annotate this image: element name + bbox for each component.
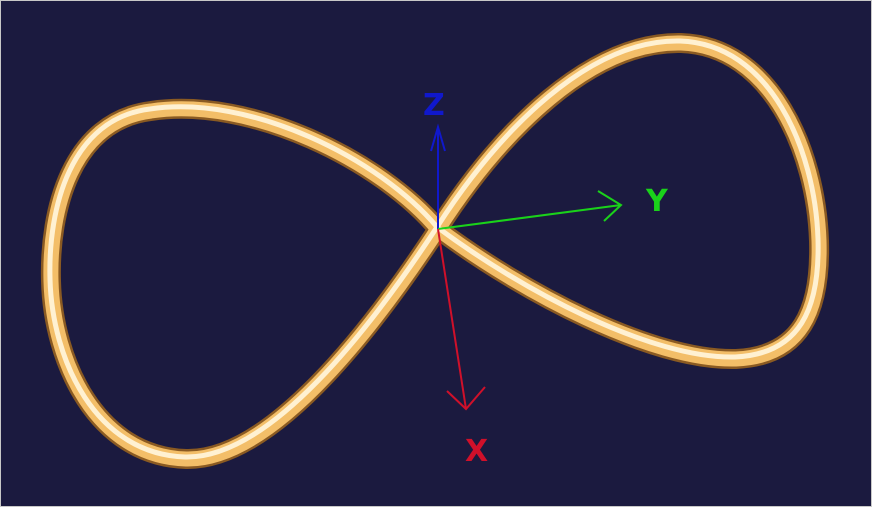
y-axis-arrowhead	[597, 190, 623, 222]
tube-highlight	[47, 38, 821, 460]
x-axis-line	[437, 228, 467, 410]
y-axis: Y	[437, 184, 669, 230]
z-axis-arrowhead	[430, 123, 446, 152]
y-axis-label: Y	[645, 184, 669, 219]
x-axis: X	[437, 228, 488, 469]
axis-triad: Z Y X	[423, 88, 669, 469]
x-axis-label: X	[465, 434, 488, 469]
z-axis-label: Z	[423, 88, 445, 123]
x-axis-arrowhead	[446, 386, 486, 411]
z-axis: Z	[423, 88, 446, 229]
y-axis-line	[437, 204, 622, 230]
